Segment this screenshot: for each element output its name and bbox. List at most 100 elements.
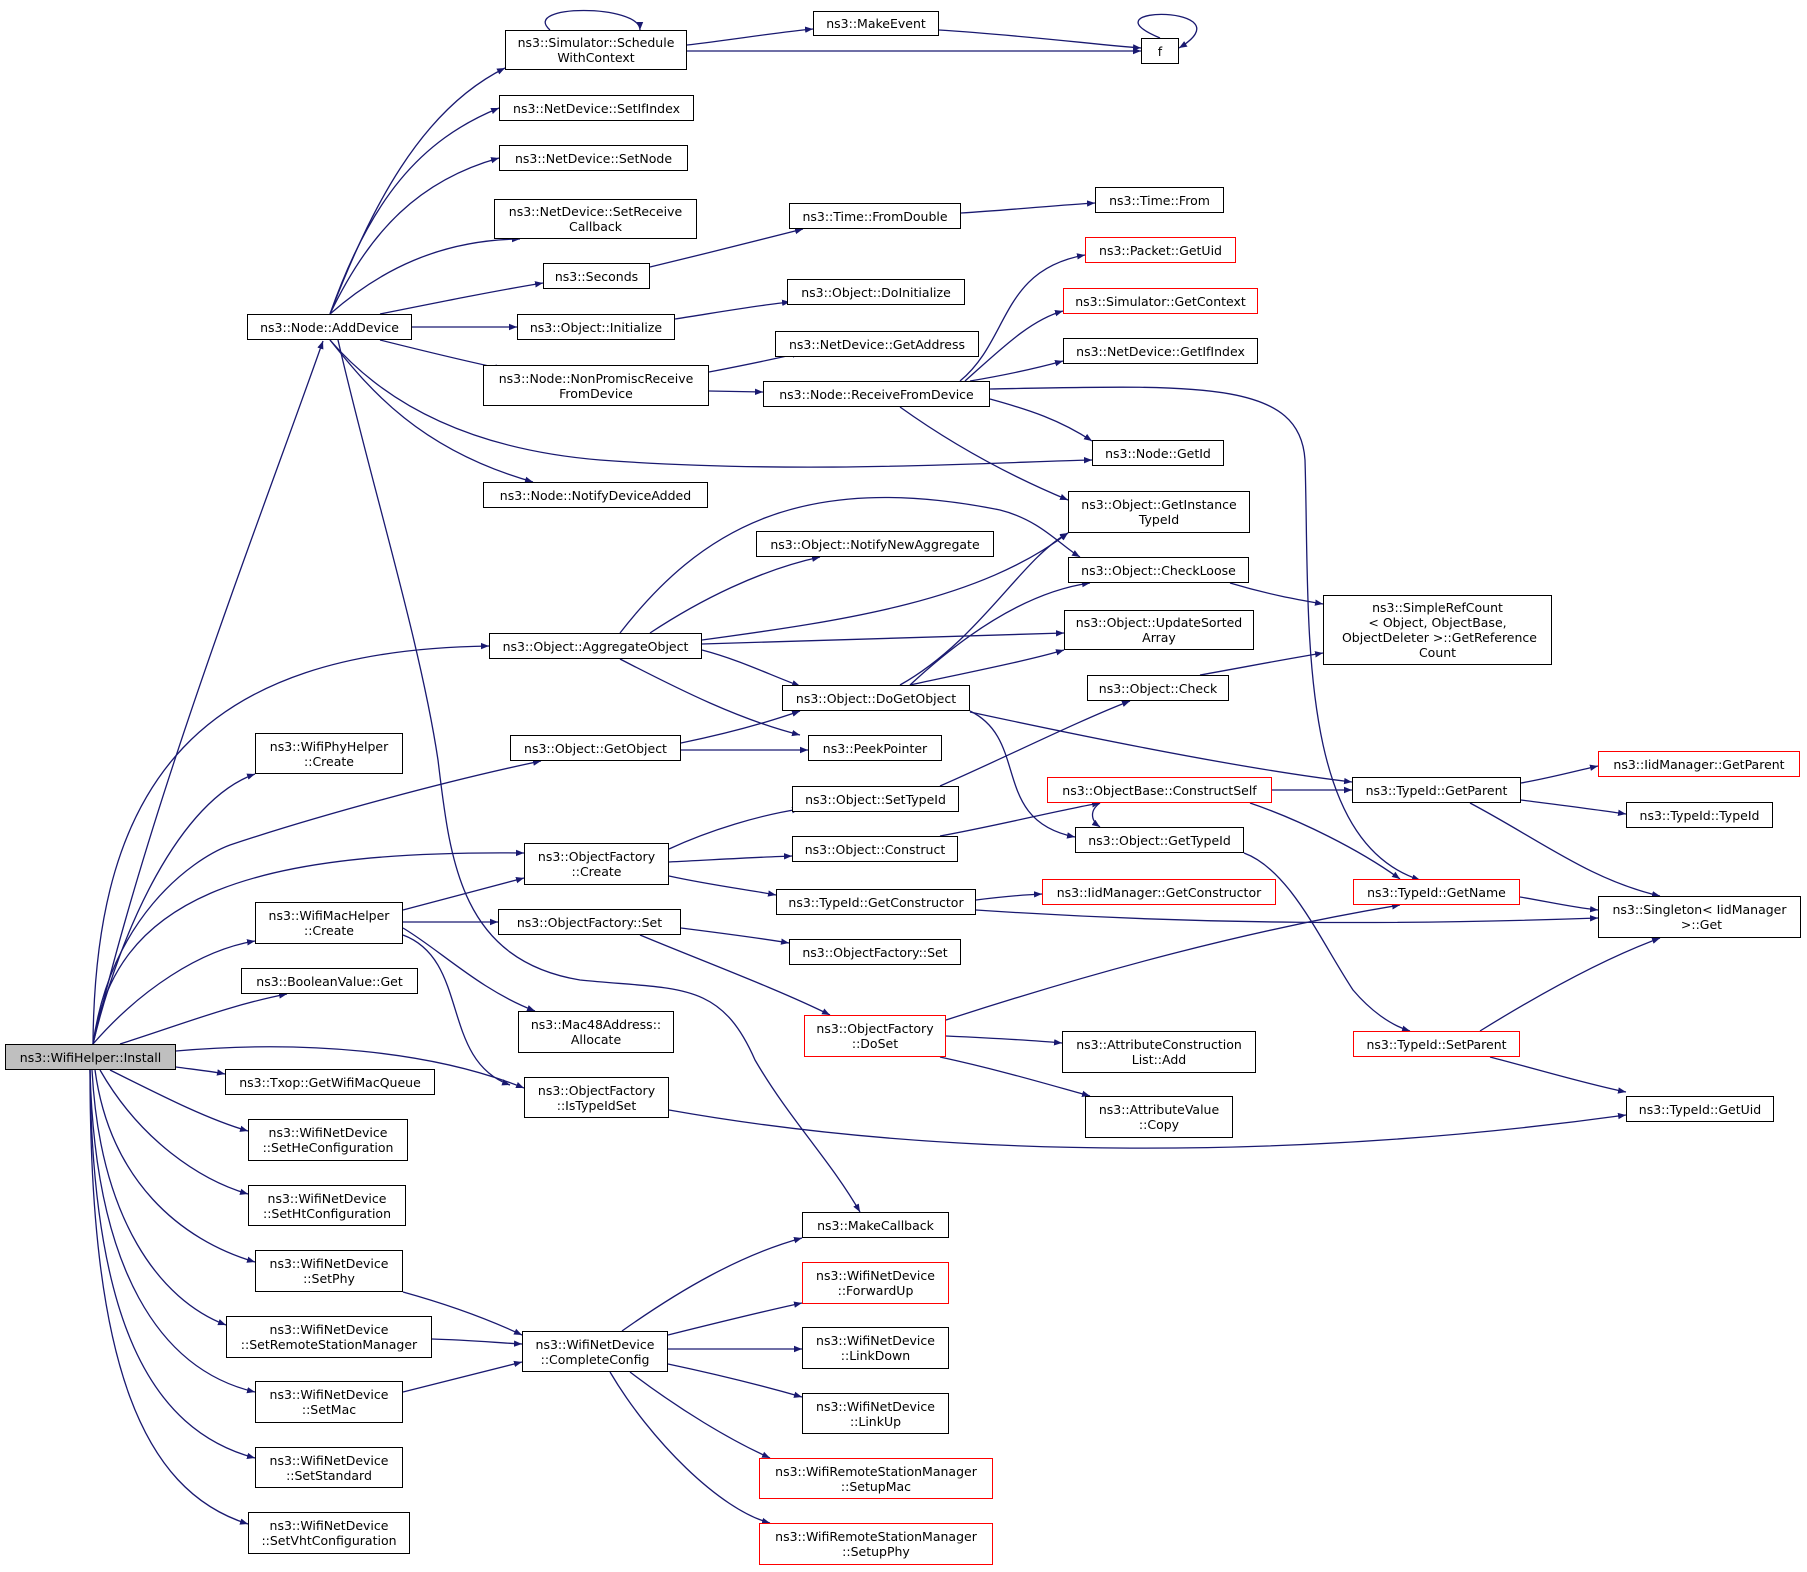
node-f[interactable]: f bbox=[1141, 38, 1179, 64]
edge-factory-set-1-to-factory-do-set bbox=[639, 934, 831, 1016]
node-factory-set-2[interactable]: ns3::ObjectFactory::Set bbox=[789, 939, 961, 965]
edge-do-set-to-attr-construction-add bbox=[945, 1035, 1063, 1046]
edge-set-parent-to-type-id-get-uid bbox=[1489, 1056, 1627, 1094]
node-get-constructor[interactable]: ns3::TypeId::GetConstructor bbox=[776, 889, 976, 915]
node-make-callback[interactable]: ns3::MakeCallback bbox=[802, 1212, 949, 1238]
node-non-promisc[interactable]: ns3::Node::NonPromiscReceive FromDevice bbox=[483, 365, 709, 406]
node-link-down[interactable]: ns3::WifiNetDevice ::LinkDown bbox=[802, 1327, 949, 1369]
node-schedule-with-context[interactable]: ns3::Simulator::Schedule WithContext bbox=[505, 30, 687, 70]
node-obj-initialize[interactable]: ns3::Object::Initialize bbox=[517, 314, 675, 340]
node-phy-create[interactable]: ns3::WifiPhyHelper ::Create bbox=[255, 733, 403, 774]
edge-add-device-to-nd-set-node bbox=[329, 157, 500, 315]
node-type-id-get-uid[interactable]: ns3::TypeId::GetUid bbox=[1626, 1096, 1774, 1122]
edge-factory-create-to-obj-construct bbox=[668, 853, 793, 863]
node-set-if-index[interactable]: ns3::NetDevice::SetIfIndex bbox=[499, 95, 694, 121]
edge-agg-to-peek-pointer bbox=[619, 658, 801, 737]
node-forward-up[interactable]: ns3::WifiNetDevice ::ForwardUp bbox=[802, 1262, 949, 1304]
node-set-phy[interactable]: ns3::WifiNetDevice ::SetPhy bbox=[255, 1250, 403, 1292]
node-obj-check[interactable]: ns3::Object::Check bbox=[1087, 675, 1229, 701]
edge-do-set-to-type-id-get-name bbox=[945, 903, 1401, 1021]
node-aggregate-object[interactable]: ns3::Object::AggregateObject bbox=[489, 633, 702, 659]
edge-add-device-to-schedule bbox=[329, 67, 506, 315]
node-obj-get-type-id[interactable]: ns3::Object::GetTypeId bbox=[1075, 827, 1244, 853]
edge-from-double-to-time-from bbox=[960, 200, 1096, 214]
node-update-sorted-array[interactable]: ns3::Object::UpdateSorted Array bbox=[1064, 610, 1254, 650]
edge-add-device-to-set-if-index bbox=[329, 107, 500, 315]
node-factory-set-1[interactable]: ns3::ObjectFactory::Set bbox=[498, 909, 681, 935]
edge-agg-to-check-loose bbox=[619, 496, 1081, 634]
node-notify-device-added[interactable]: ns3::Node::NotifyDeviceAdded bbox=[483, 482, 708, 508]
node-set-rsm[interactable]: ns3::WifiNetDevice ::SetRemoteStationMan… bbox=[226, 1316, 432, 1358]
node-get-address[interactable]: ns3::NetDevice::GetAddress bbox=[775, 331, 979, 357]
node-complete-config[interactable]: ns3::WifiNetDevice ::CompleteConfig bbox=[522, 1331, 668, 1372]
edge-install-to-set-rsm bbox=[91, 1069, 227, 1326]
node-do-get-object[interactable]: ns3::Object::DoGetObject bbox=[782, 685, 970, 711]
edge-rfd-to-node-get-id bbox=[989, 398, 1093, 442]
edge-install-to-boolean-get bbox=[119, 992, 288, 1045]
node-get-instance-type-id[interactable]: ns3::Object::GetInstance TypeId bbox=[1068, 491, 1250, 533]
edge-install-to-is-type-id-set bbox=[175, 1046, 525, 1089]
node-construct-self[interactable]: ns3::ObjectBase::ConstructSelf bbox=[1047, 777, 1272, 803]
node-nd-get-if-index[interactable]: ns3::NetDevice::GetIfIndex bbox=[1063, 338, 1258, 364]
node-attr-construction-add[interactable]: ns3::AttributeConstruction List::Add bbox=[1062, 1031, 1256, 1073]
node-set-ht-config[interactable]: ns3::WifiNetDevice ::SetHtConfiguration bbox=[248, 1185, 406, 1226]
node-from-double[interactable]: ns3::Time::FromDouble bbox=[789, 203, 961, 229]
edge-rfd-to-nd-get-if-index bbox=[969, 360, 1064, 382]
node-time-from[interactable]: ns3::Time::From bbox=[1095, 187, 1224, 213]
edge-add-device-to-set-receive-callback bbox=[329, 235, 521, 315]
node-set-mac[interactable]: ns3::WifiNetDevice ::SetMac bbox=[255, 1381, 403, 1423]
node-type-id-set-parent[interactable]: ns3::TypeId::SetParent bbox=[1353, 1031, 1520, 1057]
node-notify-new-aggregate[interactable]: ns3::Object::NotifyNewAggregate bbox=[756, 531, 994, 557]
edge-install-to-txop-get-queue bbox=[175, 1066, 226, 1076]
edge-install-to-set-ht-config bbox=[99, 1069, 249, 1195]
node-set-standard[interactable]: ns3::WifiNetDevice ::SetStandard bbox=[255, 1447, 403, 1488]
node-obj-construct[interactable]: ns3::Object::Construct bbox=[792, 836, 958, 862]
node-simple-ref-count[interactable]: ns3::SimpleRefCount < Object, ObjectBase… bbox=[1323, 595, 1552, 665]
node-node-get-id[interactable]: ns3::Node::GetId bbox=[1092, 440, 1224, 466]
node-nd-set-node[interactable]: ns3::NetDevice::SetNode bbox=[499, 145, 688, 171]
node-check-loose[interactable]: ns3::Object::CheckLoose bbox=[1068, 557, 1249, 583]
node-set-he-config[interactable]: ns3::WifiNetDevice ::SetHeConfiguration bbox=[248, 1119, 408, 1161]
node-make-event[interactable]: ns3::MakeEvent bbox=[813, 11, 939, 36]
edge-obj-check-to-simple-ref-count bbox=[1199, 651, 1324, 676]
node-link-up[interactable]: ns3::WifiNetDevice ::LinkUp bbox=[802, 1393, 949, 1434]
node-do-initialize[interactable]: ns3::Object::DoInitialize bbox=[787, 279, 965, 305]
node-set-type-id[interactable]: ns3::Object::SetTypeId bbox=[792, 786, 959, 812]
node-add-device[interactable]: ns3::Node::AddDevice bbox=[247, 314, 412, 340]
node-get-context[interactable]: ns3::Simulator::GetContext bbox=[1063, 288, 1258, 314]
node-is-type-id-set[interactable]: ns3::ObjectFactory ::IsTypeIdSet bbox=[524, 1077, 669, 1118]
node-set-vht-config[interactable]: ns3::WifiNetDevice ::SetVhtConfiguration bbox=[248, 1512, 410, 1554]
node-setup-phy[interactable]: ns3::WifiRemoteStationManager ::SetupPhy bbox=[759, 1523, 993, 1565]
edge-add-device-to-notify-device-added bbox=[329, 339, 534, 483]
node-setup-mac[interactable]: ns3::WifiRemoteStationManager ::SetupMac bbox=[759, 1458, 993, 1499]
node-factory-create[interactable]: ns3::ObjectFactory ::Create bbox=[524, 843, 669, 885]
edge-construct-self-to-get-name bbox=[1249, 802, 1401, 880]
node-type-id-get-parent[interactable]: ns3::TypeId::GetParent bbox=[1352, 777, 1521, 803]
node-iid-get-parent[interactable]: ns3::IidManager::GetParent bbox=[1598, 751, 1800, 777]
edge-install-to-set-vht-config bbox=[89, 1069, 249, 1525]
node-type-id-get-name[interactable]: ns3::TypeId::GetName bbox=[1353, 879, 1520, 905]
node-type-id-type-id[interactable]: ns3::TypeId::TypeId bbox=[1626, 802, 1773, 828]
node-attr-value-copy[interactable]: ns3::AttributeValue ::Copy bbox=[1085, 1096, 1233, 1138]
node-peek-pointer[interactable]: ns3::PeekPointer bbox=[808, 735, 942, 761]
edge-complete-config-to-make-callback bbox=[621, 1237, 803, 1332]
node-boolean-get[interactable]: ns3::BooleanValue::Get bbox=[241, 968, 418, 994]
node-factory-do-set[interactable]: ns3::ObjectFactory ::DoSet bbox=[804, 1015, 946, 1057]
node-iid-get-constructor[interactable]: ns3::IidManager::GetConstructor bbox=[1042, 879, 1276, 905]
node-seconds[interactable]: ns3::Seconds bbox=[543, 263, 650, 289]
node-txop-get-queue[interactable]: ns3::Txop::GetWifiMacQueue bbox=[225, 1069, 435, 1095]
edge-dgo-to-type-id-get-parent bbox=[969, 711, 1353, 785]
node-mac-create[interactable]: ns3::WifiMacHelper ::Create bbox=[255, 902, 403, 944]
edge-add-device-to-make-callback bbox=[337, 339, 861, 1213]
edge-install-to-set-mac bbox=[89, 1069, 256, 1394]
node-singleton-get[interactable]: ns3::Singleton< IidManager >::Get bbox=[1598, 896, 1801, 938]
node-mac48-allocate[interactable]: ns3::Mac48Address:: Allocate bbox=[518, 1011, 674, 1053]
node-get-object[interactable]: ns3::Object::GetObject bbox=[510, 735, 681, 761]
node-packet-get-uid[interactable]: ns3::Packet::GetUid bbox=[1085, 237, 1236, 263]
edge-install-to-set-phy bbox=[94, 1069, 256, 1263]
edge-install-to-set-standard bbox=[89, 1069, 256, 1460]
node-set-receive-callback[interactable]: ns3::NetDevice::SetReceive Callback bbox=[494, 199, 697, 239]
node-receive-from-device[interactable]: ns3::Node::ReceiveFromDevice bbox=[763, 381, 990, 407]
edge-install-to-aggregate-object bbox=[92, 642, 490, 1045]
